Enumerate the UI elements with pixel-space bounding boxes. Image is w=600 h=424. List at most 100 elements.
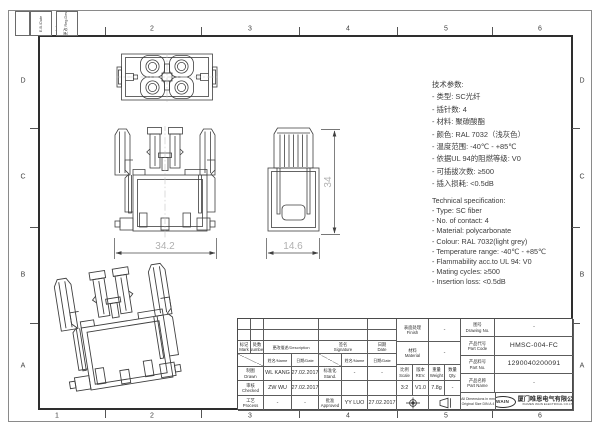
outer-border [8, 10, 592, 422]
stand-name: - [342, 367, 368, 381]
zone-tick [397, 410, 398, 418]
date-subheader: 日期/Date [292, 354, 319, 367]
company-logo: WAIN [496, 395, 516, 408]
weight-label: 重量 Weight [429, 365, 445, 381]
qty-label: 数量 Qty. [445, 365, 461, 381]
zone-row-left: B [20, 271, 26, 279]
company-logo-text: WAIN [496, 398, 510, 404]
zone-tick [572, 323, 580, 324]
number-header: 处数 Number [251, 341, 264, 354]
part-no-label: 产品料号 Part No. [461, 356, 495, 374]
revision-cell [368, 330, 397, 341]
tech-spec-cn-item: - 类型: SC光纤 [432, 92, 481, 102]
revision-cell [251, 330, 264, 341]
mark-header: 标记 Mark [238, 341, 251, 354]
date-header: 日期 Date [368, 341, 397, 354]
zone-col-top: 5 [444, 25, 448, 33]
dim-front-width: 34.2 [155, 241, 175, 252]
zone-row-left: A [20, 362, 26, 370]
revision-cell [319, 330, 368, 341]
zone-row-right: A [579, 362, 585, 370]
zone-tick [30, 227, 38, 228]
zone-tick [397, 27, 398, 35]
zone-tick [201, 410, 202, 418]
approved-label: 批准 Approved [319, 396, 342, 411]
title-block: 标记 Mark 处数 Number 更改描述/Description 签名 Si… [237, 318, 574, 411]
zone-col-bottom: 3 [248, 412, 252, 420]
part-code-value: HMSC-004-FC [495, 337, 574, 356]
signature-header: 签名 Signature [319, 341, 368, 354]
part-code-label: 产品代号 Part Code [461, 337, 495, 356]
tech-spec-en-item: - Temperature range: -40℃ - +85℃ [432, 246, 547, 256]
revision-cell [238, 319, 251, 330]
tech-spec-cn-item: - 材料: 聚碳酸酯 [432, 117, 485, 127]
finish-value: - [429, 319, 461, 342]
company-name-en: XIAMEN WAIN ELECTRICAL CO.LTD [522, 402, 574, 407]
part-name-label: 产品名称 Part Name [461, 374, 495, 393]
stand-date: - [368, 367, 397, 381]
tech-spec-en-title: Technical specification: [432, 196, 506, 205]
zone-row-left: D [20, 77, 26, 85]
rev-label: 版本 REV. [413, 365, 429, 381]
revision-cell [319, 319, 368, 330]
zone-row-right: C [579, 173, 585, 181]
empty-cell [368, 381, 397, 396]
zone-tick [30, 128, 38, 129]
zone-tick [492, 27, 493, 35]
diagonal-cell [319, 354, 342, 367]
tech-spec-cn-item: - 依据UL 94的阻燃等级: V0 [432, 154, 521, 164]
tech-spec-en-item: - Insertion loss: <0.5dB [432, 277, 506, 287]
zone-col-bottom: 1 [55, 412, 59, 420]
rev-value: V1.0 [413, 381, 429, 396]
checked-name: ZW WU [264, 381, 292, 396]
tech-spec-cn: 技术参数: - 类型: SC光纤 - 插针数: 4 - 材料: 聚碳酸酯 - 颜… [432, 80, 525, 193]
dimensions-note: All Dimensions in mm Original Size DIN A… [461, 393, 496, 411]
weight-value: 7.8g [429, 381, 445, 396]
zone-col-bottom: 5 [444, 412, 448, 420]
drawing-no-label: 图号 Drawing No. [461, 319, 495, 337]
revision-cell [251, 319, 264, 330]
process-date: - [292, 396, 319, 411]
zone-row-right: B [579, 271, 585, 279]
stand-label: 标准化 Stand. [319, 367, 342, 381]
revision-stamp-date: E.B./Date [30, 11, 52, 36]
process-label: 工艺 Process [238, 396, 264, 411]
empty-cell [319, 381, 342, 396]
zone-col-top: 4 [346, 25, 350, 33]
tech-spec-en-item: - Mating cycles: ≥500 [432, 266, 500, 276]
tech-spec-en: Technical specification: - Type: SC fibe… [432, 196, 547, 288]
zone-col-top: 6 [538, 25, 542, 33]
zone-tick [105, 410, 106, 418]
drawn-name: WL KANG [264, 367, 292, 381]
dim-side-width: 14.6 [283, 241, 303, 252]
tech-spec-en-item: - No. of contact: 4 [432, 216, 489, 226]
name-subheader: 姓名/Name [264, 354, 292, 367]
zone-row-right: D [579, 77, 585, 85]
name-subheader: 姓名/Name [342, 354, 368, 367]
drawn-label: 制图 Drawn [238, 367, 264, 381]
front-view [114, 126, 216, 238]
drawing-no-value: - [495, 319, 574, 337]
checked-label: 审核 Checked [238, 381, 264, 396]
revision-cell [264, 330, 319, 341]
zone-col-top: 3 [248, 25, 252, 33]
checked-date: 27.02.2017 [292, 381, 319, 396]
zone-tick [105, 27, 106, 35]
top-view [116, 53, 218, 103]
tech-spec-cn-title: 技术参数: [432, 80, 464, 89]
zone-tick [30, 323, 38, 324]
qty-value: - [445, 381, 461, 396]
tech-spec-cn-item: - 插入损耗: <0.5dB [432, 179, 494, 189]
scale-label: 比例 Scale [397, 365, 413, 381]
tech-spec-en-item: - Flammability acc.to UL 94: V0 [432, 256, 532, 266]
diagonal-cell [238, 354, 264, 367]
drawn-date: 27.02.2017 [292, 367, 319, 381]
zone-tick [572, 227, 580, 228]
zone-tick [299, 410, 300, 418]
tech-spec-cn-item: - 可插拔次数: ≥500 [432, 166, 494, 176]
finish-label: 表面处理 Finish [397, 319, 429, 342]
zone-tick [201, 27, 202, 35]
zone-tick [492, 410, 493, 418]
cone-symbol-icon [439, 397, 451, 409]
